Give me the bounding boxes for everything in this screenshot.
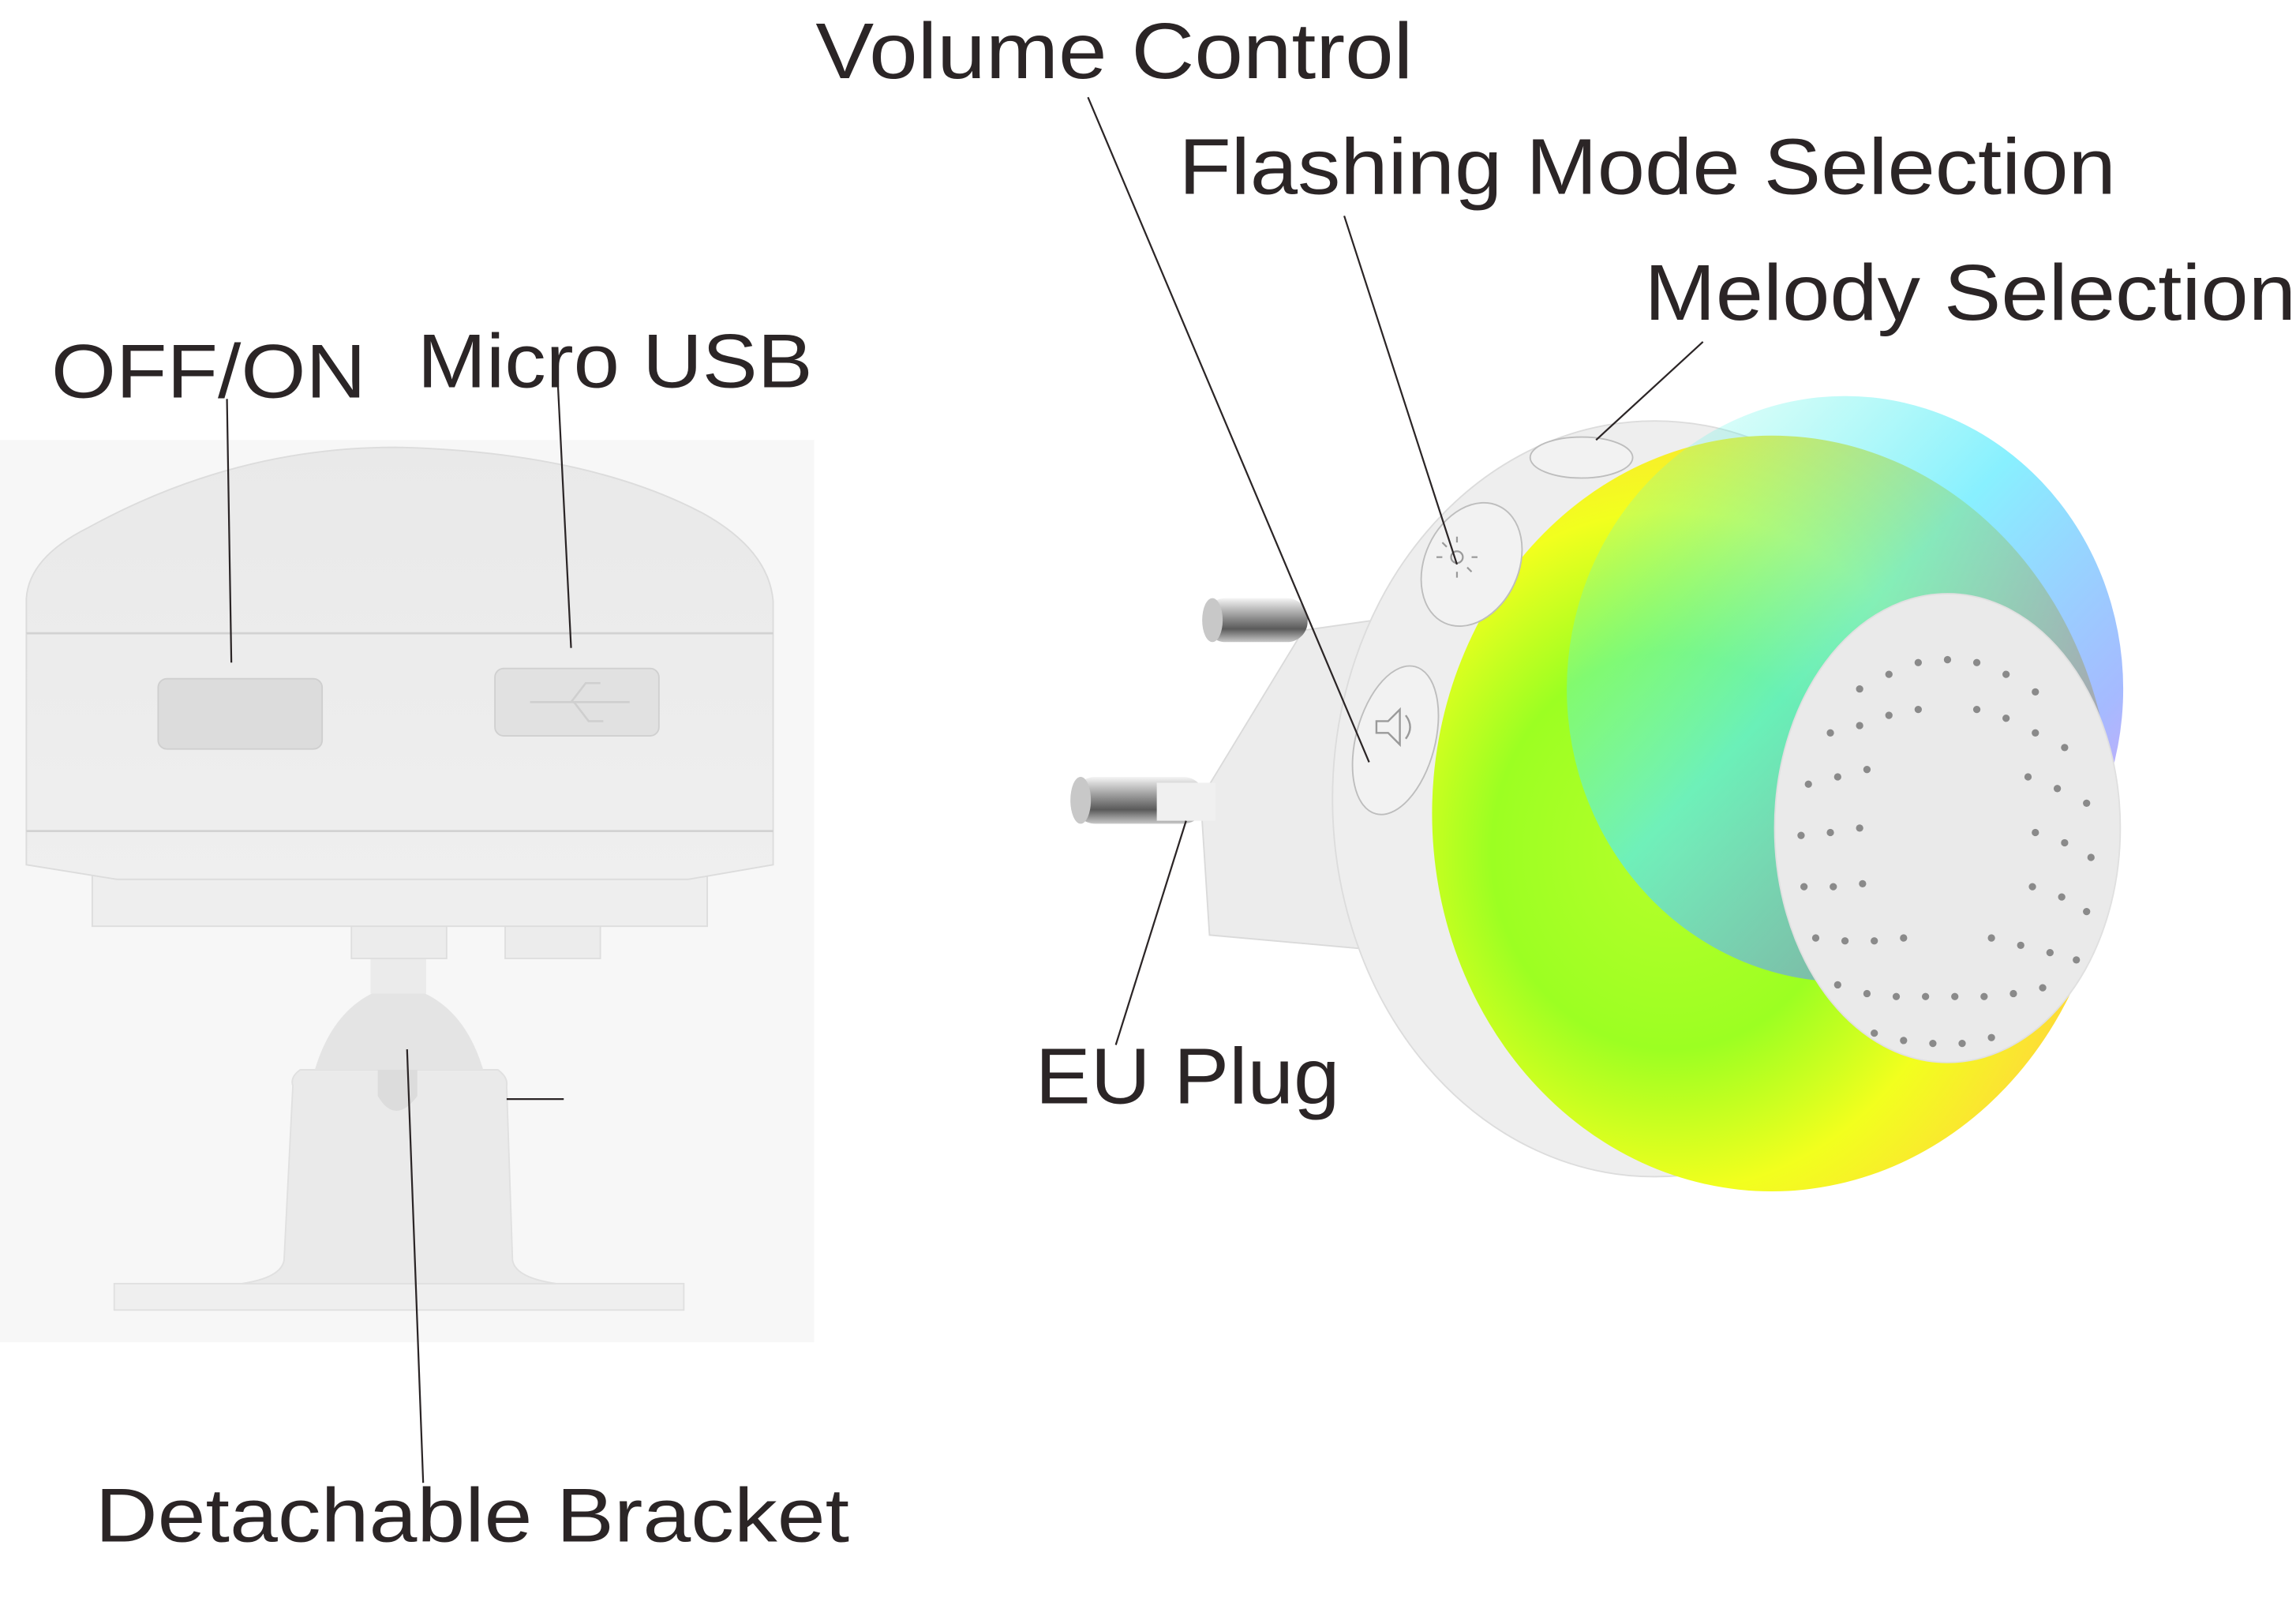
eu-plug-pins [1070,598,1308,824]
left-device [0,440,815,1343]
speaker-volume-icon [1375,707,1411,748]
leader-off-on [226,399,233,663]
speaker-grille [1774,593,2122,1063]
bracket-ball-joint [314,985,484,1071]
label-eu-plug: EU Plug [1036,1033,1340,1121]
power-switch[interactable] [157,677,324,750]
speaker-holes [1797,655,2095,1048]
label-volume-control: Volume Control [815,7,1413,96]
leader-detachable-bracket [406,1049,425,1483]
right-device [1070,396,2124,1192]
bracket-stand [241,1069,557,1285]
label-melody-selection: Melody Selection [1644,249,2296,337]
receiver-body [25,446,774,880]
leader-melody-selection [1595,341,1704,441]
label-detachable-bracket: Detachable Bracket [96,1473,850,1558]
bracket-base-plate [113,1282,685,1311]
label-micro-usb: Micro USB [418,319,813,403]
leader-flashing-mode [1343,216,1459,565]
leader-eu-plug [1114,820,1187,1045]
label-flashing-mode-selection: Flashing Mode Selection [1178,123,2115,212]
leader-volume-control [1087,96,1370,763]
usb-icon [530,681,630,722]
leader-micro-usb [556,384,572,648]
labels: OFF/ON Micro USB Detachable Bracket Volu… [51,7,2296,1558]
label-off-on: OFF/ON [51,329,366,414]
melody-selection-button[interactable] [1529,436,1634,479]
leader-lines [226,96,1704,1483]
